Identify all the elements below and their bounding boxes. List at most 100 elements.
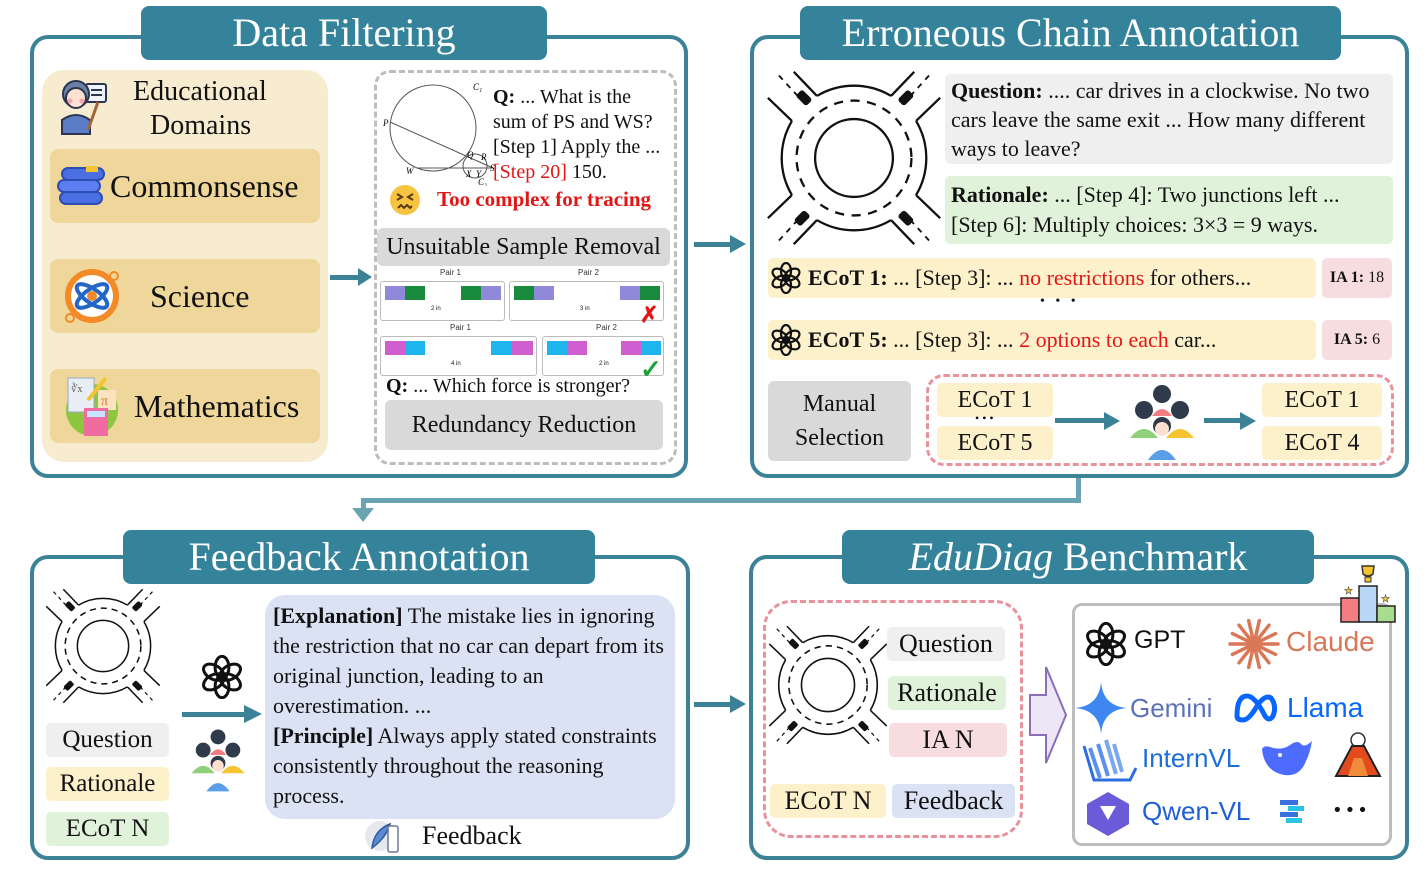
arrow-head (244, 705, 262, 723)
arrow-to-selected (1204, 418, 1242, 423)
label-y: Y (476, 169, 482, 179)
gpt-logo-icon (1084, 621, 1128, 671)
ecot-prefix: ... [Step 3]: ... (887, 265, 1020, 290)
connector-line (361, 498, 366, 510)
benchmark-ecot-n: ECoT N (770, 784, 886, 818)
erroneous-chain-title: Erroneous Chain Annotation (800, 6, 1341, 60)
rationale-line2: [Step 6]: Multiply choices: 3×3 = 9 ways… (951, 212, 1318, 237)
selected-ecot-1: ECoT 1 (1262, 383, 1382, 417)
ia-1-box: IA 1: 18 (1322, 258, 1392, 298)
deepseek-logo-icon (1260, 735, 1314, 777)
pair-title: Pair 1 (450, 323, 471, 332)
gemini-logo-icon (1075, 682, 1127, 734)
arrow-filter-to-annotation (694, 242, 732, 247)
label-c1: C₁ (473, 82, 482, 92)
q-line1: ... What is the (515, 86, 631, 108)
ecot-highlight: 2 options to each (1019, 327, 1169, 352)
ia-value: 18 (1364, 269, 1385, 286)
arrow-head (730, 695, 746, 713)
domain-science: Science (50, 259, 320, 333)
explanation-label: [Explanation] (273, 603, 403, 628)
ecot-ellipsis: • • • (1040, 294, 1076, 309)
brick-logo-icon (1278, 798, 1306, 826)
redundancy-reduction: Redundancy Reduction (385, 400, 663, 450)
force-question: Q: ... Which force is stronger? (386, 375, 630, 398)
arrow-head (730, 235, 746, 253)
magnet-box: 2 in (380, 281, 505, 321)
benchmark-title: EduDiag Benchmark (842, 530, 1314, 584)
q-line2: sum of PS and WS? (493, 111, 653, 133)
ecot-suffix: for others... (1144, 265, 1252, 290)
atom-icon (62, 266, 122, 326)
distance-label: 4 in (451, 361, 461, 367)
domain-label: Commonsense (110, 167, 299, 204)
magnet-pairs-bottom: Pair 1 Pair 2 4 in 2 in (378, 323, 668, 379)
rationale-label: Rationale: (951, 182, 1049, 207)
domain-label: Science (150, 277, 250, 314)
arrow-to-feedback (182, 712, 248, 717)
label-x: X (465, 169, 472, 179)
question-label: Question: (951, 78, 1043, 103)
pair-title: Pair 1 (440, 268, 461, 277)
svg-text:★: ★ (1381, 594, 1390, 605)
force-q-label: Q: (386, 375, 409, 397)
filter-examples-box (374, 70, 677, 465)
distance-label: 2 in (431, 306, 441, 312)
rationale-line1: ... [Step 4]: Two junctions left ... (1048, 182, 1340, 207)
principle-text: Always apply stated constraints consiste… (273, 723, 657, 808)
ecot-1-box: ECoT 1: ... [Step 3]: ... no restriction… (768, 258, 1316, 298)
models-box (1072, 603, 1392, 846)
big-arrow-icon (1028, 665, 1068, 765)
svg-text:∛x: ∛x (71, 382, 82, 395)
distance-label: 3 in (580, 306, 590, 312)
label-p: P (382, 118, 389, 128)
magnet-box: 4 in (380, 336, 537, 376)
ecot-prefix: ... [Step 3]: ... (887, 327, 1020, 352)
model-llama: Llama (1287, 692, 1364, 723)
openai-icon (200, 654, 244, 704)
label-r: R (480, 152, 487, 162)
confounded-face-icon (389, 184, 421, 216)
ia-label: IA 1: (1329, 269, 1365, 286)
manual-selection-box: Manual Selection (768, 381, 911, 461)
rationale-box: Rationale: ... [Step 4]: Two junctions l… (945, 176, 1393, 244)
arrow-head (358, 268, 372, 286)
model-internvl: InternVL (1142, 743, 1241, 773)
domains-heading-line2: Domains (150, 110, 252, 141)
podium-trophy-icon: ★ ★ (1338, 564, 1398, 624)
geometry-diagram: C₁ P Q R S W X Y C₂ (378, 76, 496, 187)
input-ecot-n: ECoT N (46, 812, 169, 846)
ia-5-box: IA 5: 6 (1322, 320, 1392, 360)
q-label: Q: (493, 86, 516, 108)
model-claude: Claude (1286, 626, 1375, 657)
benchmark-sample-box (763, 600, 1023, 838)
claude-logo-icon (1228, 618, 1280, 670)
label-c2: C₂ (478, 177, 487, 186)
benchmark-feedback: Feedback (892, 784, 1015, 818)
candidate-ecot-5: ECoT 5 (937, 426, 1053, 460)
benchmark-ia-n: IA N (889, 723, 1007, 757)
volcano-logo-icon (1334, 732, 1382, 778)
data-filtering-title: Data Filtering (141, 6, 547, 60)
arrow-to-annotators (1055, 418, 1107, 423)
accept-mark-icon: ✓ (640, 355, 662, 384)
ecot-suffix: car... (1168, 327, 1217, 352)
roundabout-diagram (768, 625, 888, 745)
domain-label: Mathematics (134, 387, 300, 424)
meta-logo-icon (1233, 690, 1279, 724)
openai-icon (770, 261, 802, 299)
force-q-text: ... Which force is stronger? (408, 375, 630, 397)
explanation-text: The mistake lies in ignoring the restric… (273, 603, 664, 718)
domain-mathematics: ∛x π Mathematics (50, 369, 320, 443)
roundabout-diagram (45, 588, 161, 704)
internvl-logo-icon (1082, 738, 1138, 784)
pair-title: Pair 2 (578, 268, 599, 277)
quill-icon (364, 818, 404, 856)
benchmark-title-rest: Benchmark (1053, 534, 1248, 579)
ecot-label: ECoT 5: (808, 327, 888, 352)
principle-label: [Principle] (273, 723, 374, 748)
unsuitable-sample-removal: Unsuitable Sample Removal (377, 228, 670, 266)
model-gpt: GPT (1134, 626, 1186, 654)
magnet-box: 3 in (509, 281, 664, 321)
q-line3: [Step 1] Apply the ... (493, 136, 661, 158)
